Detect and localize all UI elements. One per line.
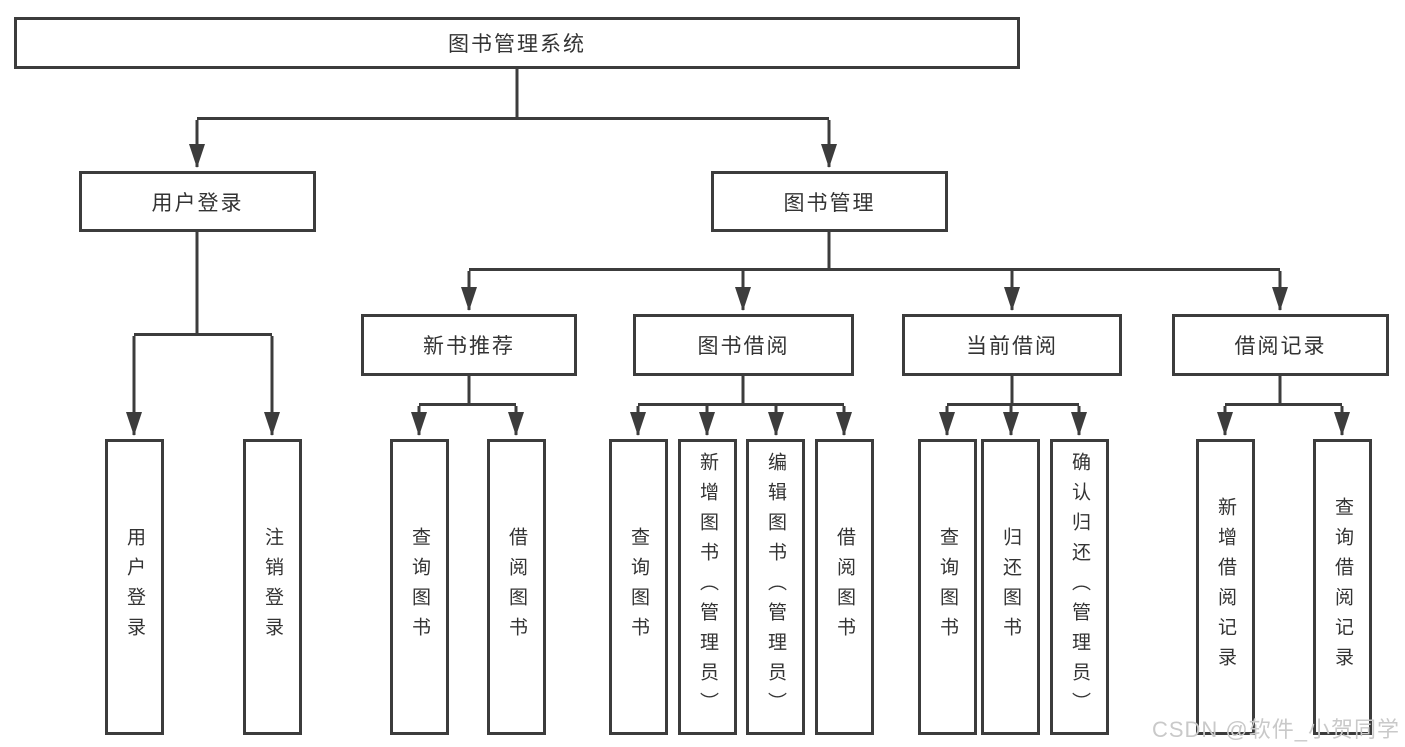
leaf-query-book-1: 查询图书 — [390, 439, 449, 735]
leaf-query-book-3: 查询图书 — [918, 439, 977, 735]
node-borrow-records: 借阅记录 — [1172, 314, 1389, 376]
csdn-watermark: CSDN @软件_小贺同学 — [1151, 717, 1400, 742]
leaf-query-book-2: 查询图书 — [609, 439, 668, 735]
leaf-borrow-book-2: 借阅图书 — [815, 439, 874, 735]
node-root-system: 图书管理系统 — [14, 17, 1020, 69]
node-current-borrowing: 当前借阅 — [902, 314, 1122, 376]
leaf-confirm-return-admin: 确认归还（管理员） — [1050, 439, 1109, 735]
node-user-login: 用户登录 — [79, 171, 316, 232]
leaf-add-borrow-record: 新增借阅记录 — [1196, 439, 1255, 735]
node-new-book-recommend: 新书推荐 — [361, 314, 577, 376]
leaf-return-book: 归还图书 — [981, 439, 1040, 735]
node-book-borrowing: 图书借阅 — [633, 314, 854, 376]
leaf-edit-book-admin: 编辑图书（管理员） — [746, 439, 805, 735]
leaf-add-book-admin: 新增图书（管理员） — [678, 439, 737, 735]
leaf-borrow-book-1: 借阅图书 — [487, 439, 546, 735]
leaf-logout: 注销登录 — [243, 439, 302, 735]
node-book-management: 图书管理 — [711, 171, 948, 232]
leaf-user-login: 用户登录 — [105, 439, 164, 735]
leaf-query-borrow-record: 查询借阅记录 — [1313, 439, 1372, 735]
